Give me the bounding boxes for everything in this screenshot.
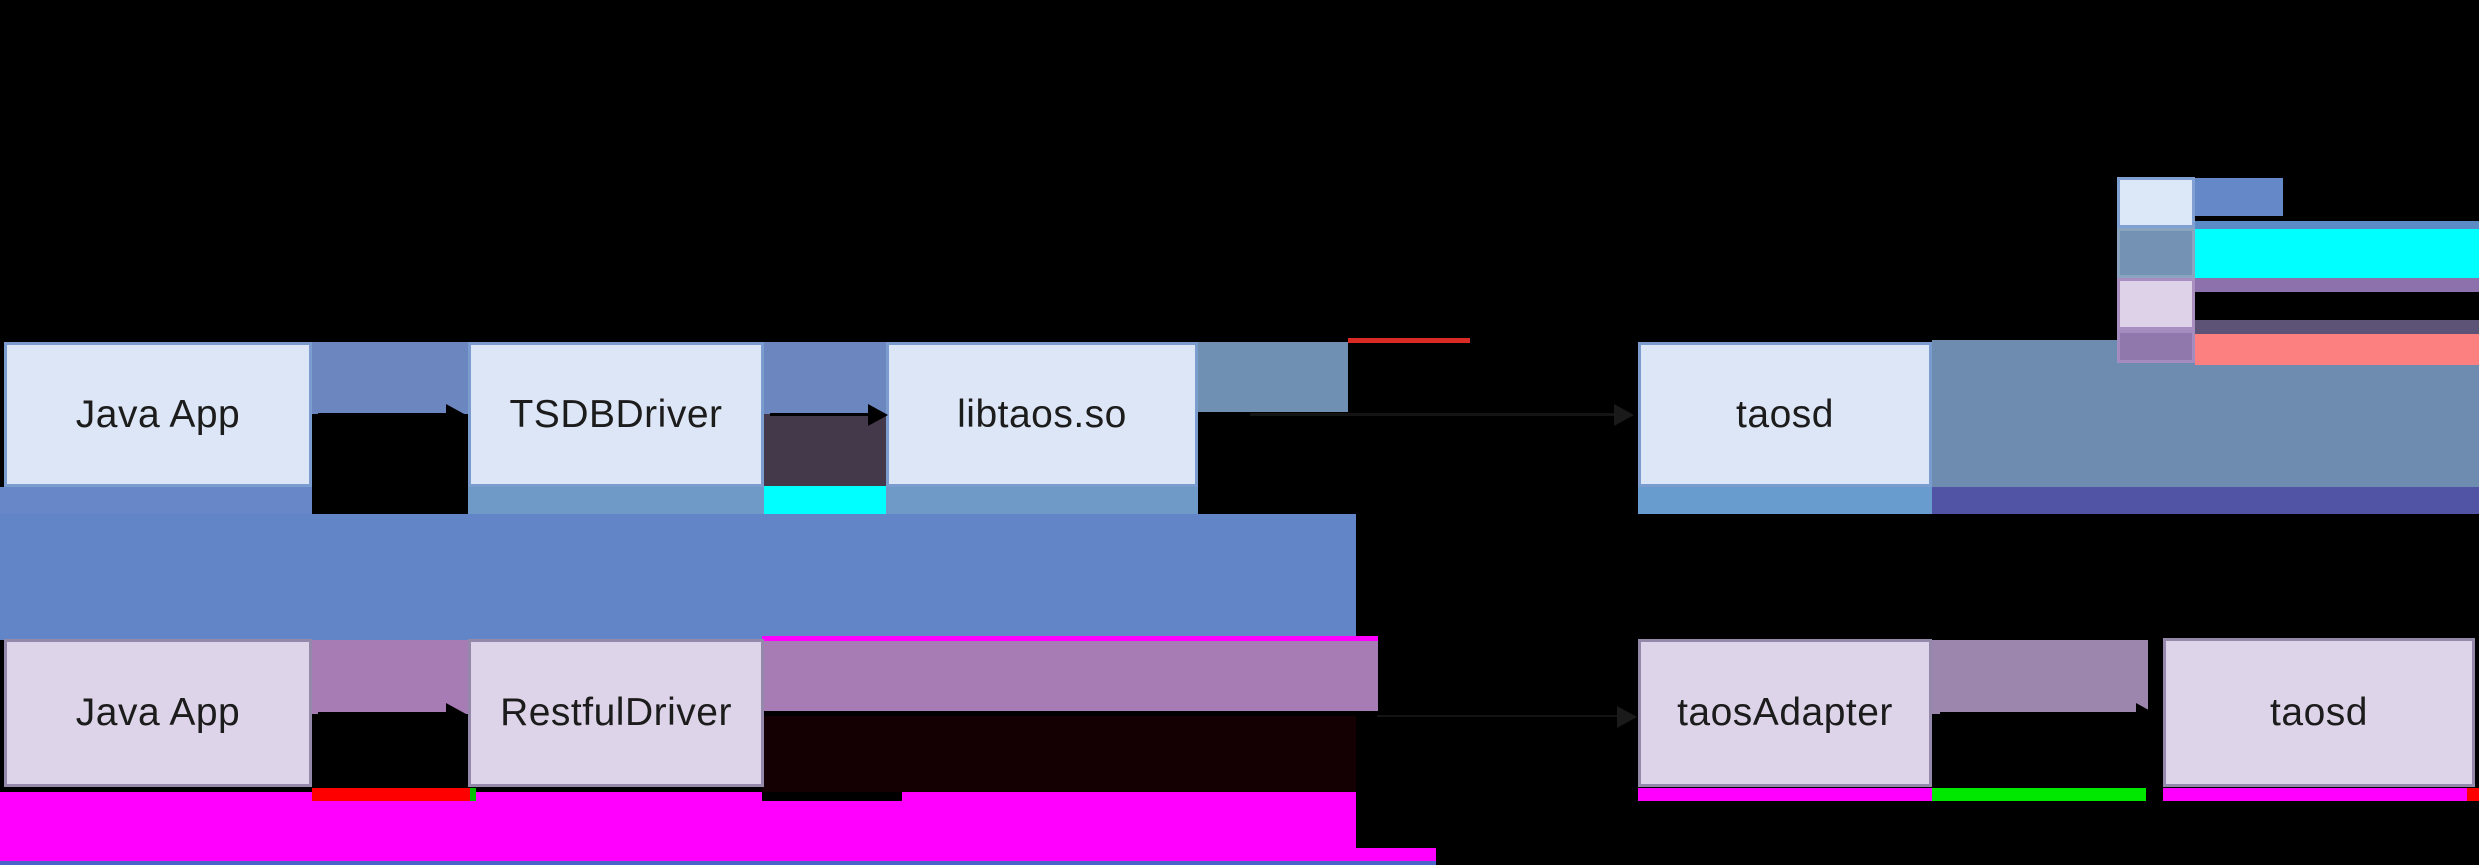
big-blue-band	[0, 514, 1356, 640]
under-javaapp-strip	[0, 487, 312, 514]
legend-swatch-purple	[2117, 330, 2195, 363]
legend-line-blue	[2195, 221, 2479, 229]
box-taosd-native: taosd	[1638, 342, 1932, 487]
black-strip-row2	[762, 792, 902, 801]
arrowhead-javaapp-tsdbdriver	[446, 404, 466, 426]
box-taosadapter: taosAdapter	[1638, 639, 1932, 787]
libtaos-right-steel-band	[1198, 342, 1348, 412]
box-java-app-rest-label: Java App	[75, 691, 241, 734]
legend-swatch-light-blue	[2117, 177, 2195, 228]
under-libtaos-strip	[886, 487, 1198, 514]
red-line-top	[1348, 338, 1470, 343]
arrow-javaapp-restfuldriver	[318, 712, 446, 715]
dark-maroon-band	[762, 716, 1356, 796]
box-libtaos-label: libtaos.so	[957, 392, 1127, 436]
gap1-blue-band	[312, 342, 470, 414]
arrowhead-tsdbdriver-libtaos	[868, 404, 888, 426]
box-libtaos: libtaos.so	[886, 342, 1198, 487]
arrow-libtaos-taosd	[1250, 413, 1622, 416]
magenta-strip-under-adapter	[1638, 788, 1932, 801]
indigo-strip	[1932, 487, 2479, 514]
box-tsdbdriver-label: TSDBDriver	[509, 392, 723, 436]
legend-swatch-lavender	[2117, 278, 2195, 330]
restful-right-purple-band	[762, 641, 1378, 711]
adapter-gap-purple-band	[1932, 640, 2148, 714]
arrowhead-libtaos-taosd	[1614, 404, 1634, 426]
bottom-blue-line	[0, 861, 1436, 865]
red-strip-under-gap1	[312, 788, 470, 801]
magenta-top-line	[762, 636, 1378, 641]
legend-band-salmon	[2195, 334, 2479, 365]
arrowhead-javaapp-restfuldriver	[446, 703, 466, 725]
red-bit-bottom-right	[2467, 788, 2479, 801]
under-taosd-strip	[1638, 487, 1932, 514]
magenta-band	[0, 792, 1356, 862]
legend-band-dark-purple	[2195, 320, 2479, 334]
legend-band-purple	[2195, 278, 2479, 292]
green-sliver-row2	[470, 788, 476, 801]
under-tsdb-strip	[468, 487, 764, 514]
taosd-right-steel-rect	[1932, 340, 2479, 490]
arrowhead-restfuldriver-taosadapter	[1617, 706, 1637, 728]
arrow-tsdbdriver-libtaos	[770, 413, 870, 416]
gap2-blue-band	[764, 342, 888, 414]
box-tsdbdriver: TSDBDriver	[468, 342, 764, 487]
box-taosd-rest: taosd	[2163, 638, 2475, 787]
box-taosd-native-label: taosd	[1736, 392, 1834, 436]
arrow-taosadapter-taosd	[1940, 712, 2136, 715]
box-java-app-rest: Java App	[4, 639, 312, 787]
box-restfuldriver-label: RestfulDriver	[500, 691, 732, 734]
gap1-purple-band	[312, 640, 470, 714]
legend-swatch-steel-blue	[2117, 228, 2195, 278]
arrow-javaapp-tsdbdriver	[318, 413, 446, 416]
box-taosd-rest-label: taosd	[2270, 690, 2368, 734]
gap2-dark-panel	[764, 414, 888, 488]
box-taosadapter-label: taosAdapter	[1677, 691, 1893, 734]
green-strip-under-adapter-gap	[1932, 788, 2146, 801]
box-restfuldriver: RestfulDriver	[468, 639, 764, 787]
magenta-strip-under-taosd2	[2163, 788, 2475, 801]
legend-band-blue	[2195, 178, 2283, 216]
box-java-app-native-label: Java App	[75, 392, 241, 436]
legend-band-cyan	[2195, 229, 2479, 278]
magenta-band-extension	[1356, 848, 1436, 862]
arrowhead-taosadapter-taosd	[2136, 703, 2156, 725]
arrow-restfuldriver-taosadapter	[1377, 715, 1625, 717]
gap2-cyan-strip	[764, 486, 888, 514]
box-java-app-native: Java App	[4, 342, 312, 487]
